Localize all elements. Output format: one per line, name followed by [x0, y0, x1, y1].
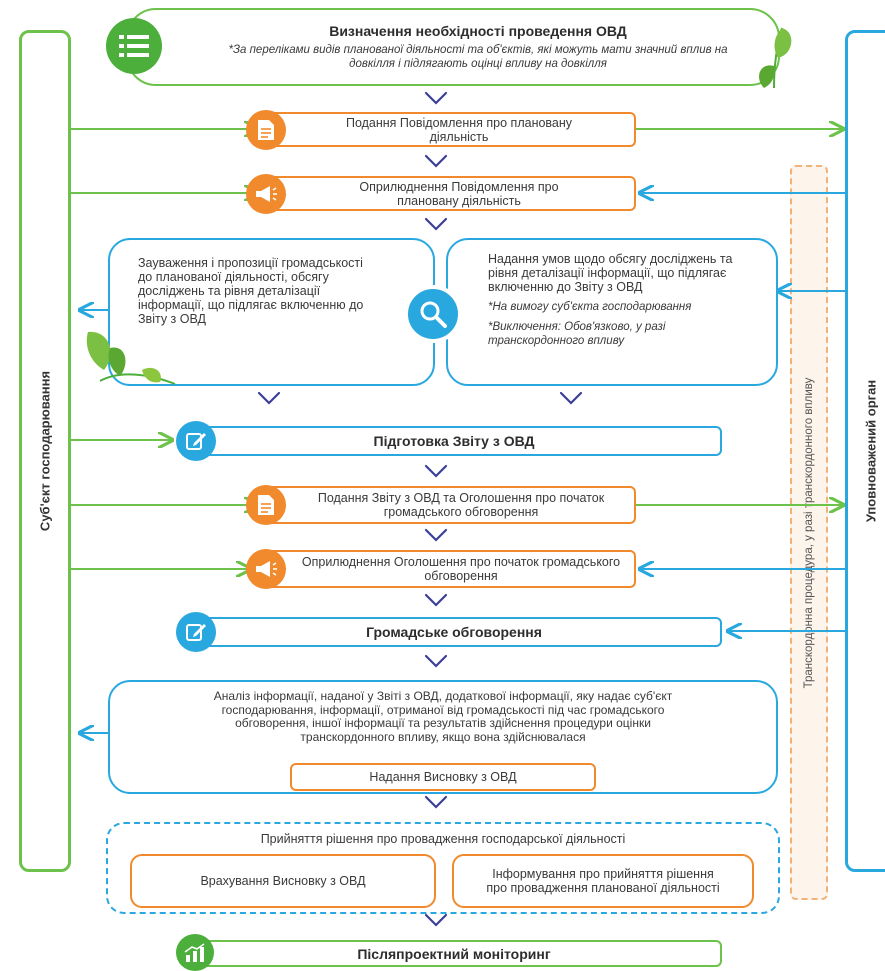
megaphone-icon — [246, 174, 286, 214]
chevron-down-icon — [424, 217, 448, 231]
monitoring-text: Післяпроектний моніторинг — [357, 945, 551, 962]
chevron-down-icon — [424, 464, 448, 478]
chart-icon — [176, 934, 214, 971]
publish-notice-text: Оприлюднення Повідомлення про плановану … — [359, 179, 559, 208]
conclusion-text: Надання Висновку з ОВД — [369, 770, 517, 784]
chevron-down-icon — [424, 913, 448, 927]
public-discussion-text: Громадське обговорення — [366, 624, 542, 640]
determination-title: Визначення необхідності проведення ОВД — [329, 22, 627, 39]
prepare-report-text: Підготовка Звіту з ОВД — [373, 433, 535, 449]
analysis-text: Аналіз інформації, наданої у Звіті з ОВД… — [213, 689, 673, 744]
monitoring-box: Післяпроектний моніторинг — [186, 940, 722, 967]
publish-report-text: Оприлюднення Оголошення про початок гром… — [301, 555, 621, 583]
conclusion-box: Надання Висновку з ОВД — [290, 763, 596, 791]
decision-consider-text: Врахування Висновку з ОВД — [200, 874, 366, 888]
edit-icon — [176, 612, 216, 652]
publish-report-box: Оприлюднення Оголошення про початок гром… — [262, 550, 636, 588]
chevron-down-icon — [424, 795, 448, 809]
chevron-down-icon — [559, 391, 583, 405]
decision-inform-box: Інформування про прийняття рішення про п… — [452, 854, 754, 908]
scope-conditions-box: Надання умов щодо обсягу досліджень та р… — [446, 238, 778, 386]
chevron-down-icon — [424, 154, 448, 168]
decision-title: Прийняття рішення про провадження господ… — [260, 832, 626, 846]
leaf-icon — [86, 331, 176, 385]
authority-sidebar: Уповноважений орган — [845, 30, 885, 872]
document-icon — [246, 110, 286, 150]
public-comments-box: Зауваження і пропозиції громадськості до… — [108, 238, 435, 386]
publish-notice-box: Оприлюднення Повідомлення про плановану … — [262, 176, 636, 211]
chevron-down-icon — [424, 654, 448, 668]
list-icon — [106, 18, 162, 74]
public-comments-text: Зауваження і пропозиції громадськості до… — [138, 256, 364, 326]
chevron-down-icon — [424, 528, 448, 542]
determination-note: *За переліками видів планованої діяльнос… — [228, 43, 728, 70]
decision-consider-box: Врахування Висновку з ОВД — [130, 854, 436, 908]
magnifier-icon — [404, 285, 462, 343]
scope-conditions-text: Надання умов щодо обсягу досліджень та р… — [488, 252, 733, 294]
transboundary-band: Транскордонна процедура, у разі транскор… — [790, 165, 828, 900]
determination-box: Визначення необхідності проведення ОВД *… — [126, 8, 780, 86]
prepare-report-box: Підготовка Звіту з ОВД — [186, 426, 722, 456]
submit-report-box: Подання Звіту з ОВД та Оголошення про по… — [262, 486, 636, 524]
decision-inform-text: Інформування про прийняття рішення про п… — [486, 867, 720, 895]
chevron-down-icon — [424, 91, 448, 105]
scope-note-exception: *Виключення: Обов'язково, у разі транско… — [488, 321, 666, 347]
document-icon — [246, 485, 286, 525]
chevron-down-icon — [424, 593, 448, 607]
public-discussion-box: Громадське обговорення — [186, 617, 722, 647]
subject-sidebar: Суб'єкт господарювання — [19, 30, 71, 872]
decision-group — [106, 822, 780, 914]
submit-report-text: Подання Звіту з ОВД та Оголошення про по… — [317, 491, 605, 519]
edit-icon — [176, 421, 216, 461]
megaphone-icon — [246, 549, 286, 589]
submit-notice-text: Подання Повідомлення про плановану діяль… — [345, 115, 573, 144]
chevron-down-icon — [257, 391, 281, 405]
scope-note-on-request: *На вимогу суб'єкта господарювання — [488, 301, 692, 313]
submit-notice-box: Подання Повідомлення про плановану діяль… — [262, 112, 636, 147]
leaf-icon — [759, 27, 792, 89]
